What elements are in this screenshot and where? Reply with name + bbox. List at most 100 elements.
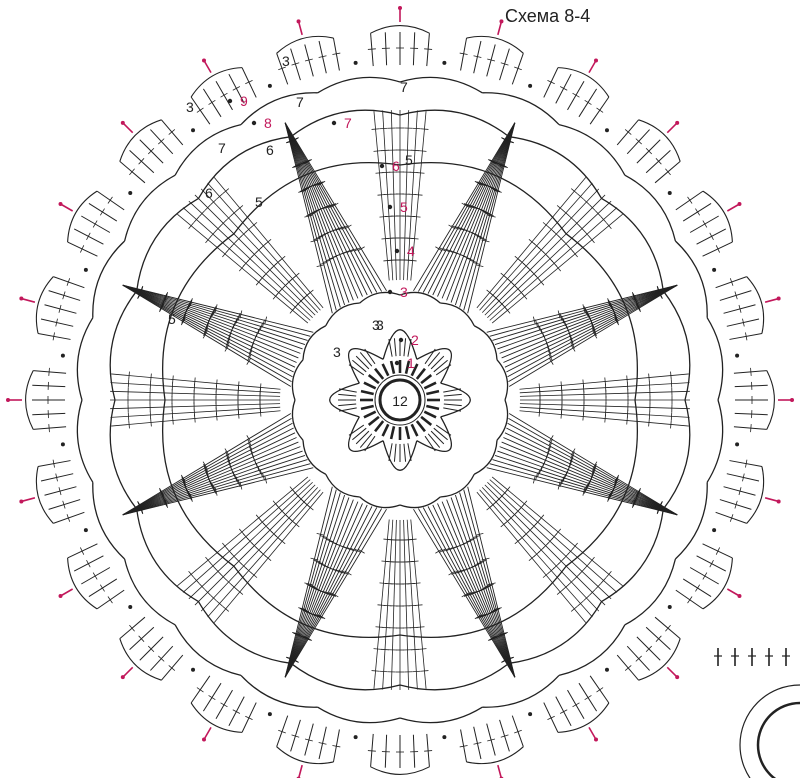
- picot-stitch: [676, 191, 703, 210]
- fan-stitch: [442, 123, 515, 299]
- fan-stitch: [490, 464, 677, 515]
- stitch-bar: [343, 250, 350, 253]
- scallop-arc-r3: [241, 93, 318, 125]
- stitch-bar: [597, 688, 604, 693]
- stitch-bar: [251, 222, 257, 227]
- radial-stitch: [201, 487, 318, 611]
- scallop-arc-r2: [137, 509, 199, 601]
- join-arrow-head-icon: [737, 594, 741, 598]
- join-arrow-icon: [765, 498, 779, 502]
- petal-stitch: [428, 352, 440, 366]
- stitch-bar: [649, 418, 650, 426]
- stitch-bar: [245, 80, 252, 83]
- fan-stitch: [500, 447, 678, 515]
- scallop-arc-r1: [400, 163, 566, 234]
- stitch-bar: [543, 572, 549, 577]
- join-arrow-icon: [21, 498, 35, 502]
- scallop-arc-r3: [482, 93, 559, 125]
- fan-stitch: [464, 490, 515, 677]
- picot-stitch: [242, 703, 256, 733]
- row-marker-label: 7: [344, 115, 352, 131]
- fan-stitch: [123, 285, 297, 362]
- radial-stitch: [520, 407, 690, 417]
- fan-stitch: [505, 433, 677, 515]
- picot-stitch: [683, 203, 711, 221]
- picot-stitch: [556, 74, 571, 103]
- stitch-bar: [671, 372, 672, 380]
- fan-stitch: [502, 285, 678, 358]
- stitch-bar: [205, 237, 210, 243]
- stitch-bar: [273, 501, 278, 507]
- join-arrow-icon: [765, 299, 779, 303]
- radial-stitch: [111, 374, 280, 389]
- scallop-arc-r2: [198, 602, 290, 664]
- petal-stitch: [389, 339, 392, 357]
- join-arrow-head-icon: [59, 594, 63, 598]
- picot-stitch: [690, 568, 719, 585]
- row-number-label: 5: [255, 194, 263, 210]
- stitch-bar: [374, 649, 382, 650]
- join-arrow-head-icon: [398, 6, 402, 10]
- fan-stitch: [285, 123, 358, 299]
- scallop-arc-r0: [400, 497, 440, 508]
- fan-stitch: [500, 285, 678, 353]
- stitch-bar: [251, 572, 257, 577]
- picot-stitch: [120, 161, 145, 182]
- petal-stitch: [434, 428, 448, 440]
- radial-stitch: [485, 485, 605, 605]
- stitch-bar: [716, 547, 719, 554]
- round1-stitch: [426, 391, 439, 394]
- petal-stitch: [428, 434, 440, 448]
- round1-stitch: [364, 412, 376, 418]
- stitch-bar: [573, 93, 580, 97]
- radial-stitch: [490, 480, 617, 593]
- picot-stitch: [683, 579, 711, 597]
- fan-stitch: [447, 123, 515, 301]
- chain-dot: [84, 268, 88, 272]
- picot-stitch: [703, 544, 733, 558]
- radial-stitch: [183, 208, 310, 321]
- picot-stitch: [735, 413, 768, 414]
- petal-stitch: [339, 389, 357, 392]
- row-marker-label: 5: [400, 199, 408, 215]
- scallop-arc-r0: [292, 400, 303, 440]
- row-start-dot: [395, 361, 399, 365]
- petal-stitch: [425, 349, 435, 364]
- petal-stitch: [349, 365, 364, 375]
- stitch-bar: [307, 290, 313, 295]
- picot-stitch: [413, 735, 414, 768]
- stitch-bar: [703, 221, 707, 228]
- fan-stitch: [285, 490, 336, 677]
- picot-stitch: [590, 97, 609, 124]
- round1-stitch: [364, 383, 376, 389]
- petal-stitch: [394, 444, 396, 462]
- stitch-bar: [585, 695, 592, 699]
- stitch-bar: [376, 627, 384, 628]
- stitch-bar: [260, 383, 261, 391]
- petal-stitch: [444, 404, 462, 406]
- stitch-bar: [173, 417, 174, 425]
- petal-stitch: [365, 436, 375, 451]
- row-number-label: 3: [186, 99, 194, 115]
- scallop-arc-r0: [497, 360, 508, 400]
- chain-dot: [354, 735, 358, 739]
- fan-stitch: [487, 468, 677, 515]
- join-arrow-head-icon: [202, 59, 206, 63]
- scallop-arc-r1: [234, 566, 400, 637]
- fan-stitch: [285, 123, 381, 292]
- stitch-bar: [250, 450, 253, 457]
- row-number-label: 3: [282, 53, 290, 69]
- row-start-dot: [388, 205, 392, 209]
- round1-stitch: [391, 361, 394, 374]
- fan-stitch: [123, 285, 292, 381]
- row-start-dot: [380, 164, 384, 168]
- scallop-arc-r3: [93, 482, 125, 559]
- picot-stitch: [413, 32, 414, 65]
- stitch-bar: [100, 209, 104, 216]
- stitch-bar: [189, 571, 194, 577]
- stitch-bar: [151, 418, 152, 426]
- stitch-bar: [197, 108, 204, 113]
- picot-stitch: [544, 68, 558, 98]
- stitch-bar: [420, 129, 428, 130]
- scallop-arc-r3: [625, 559, 676, 625]
